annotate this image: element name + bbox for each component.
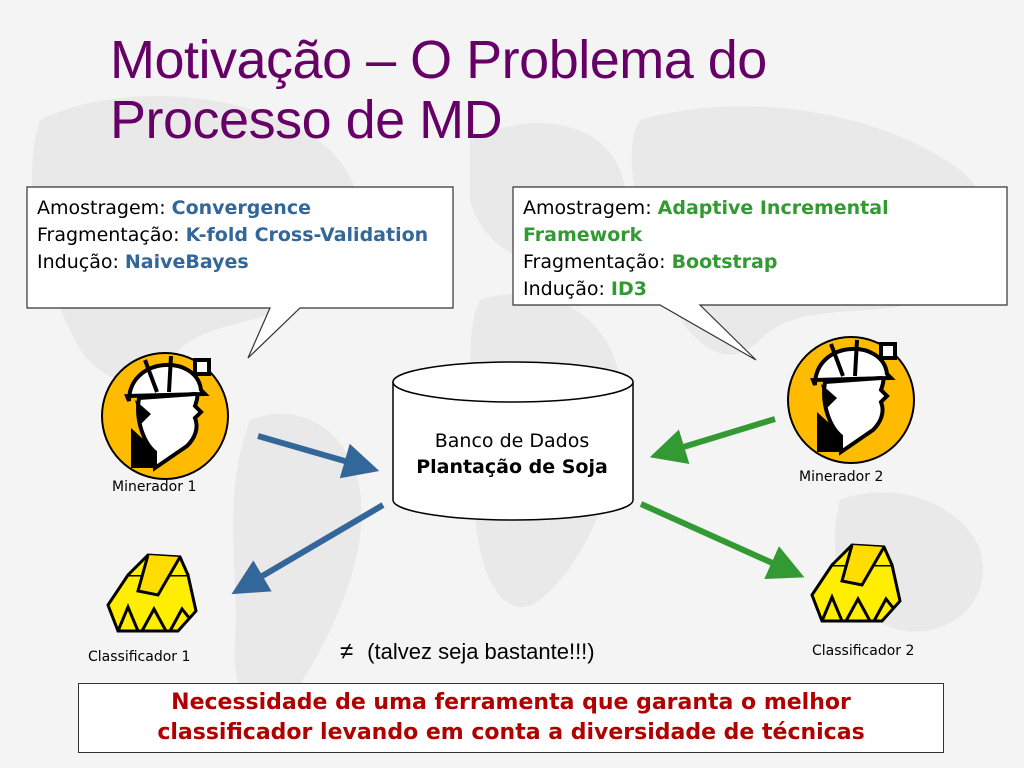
- conclusion-box: Necessidade de uma ferramenta que garant…: [78, 683, 944, 753]
- fragmentation-value: K-fold Cross-Validation: [185, 224, 429, 246]
- arrow-miner2-to-database: [649, 416, 776, 464]
- right-bubble-text: Amostragem: Adaptive Incremental Framewo…: [523, 195, 993, 303]
- induction-label: Indução:: [37, 251, 125, 273]
- not-equal-symbol: ≠: [340, 638, 354, 665]
- classifier-1-label: Classificador 1: [88, 649, 191, 665]
- database-cylinder: [392, 361, 634, 521]
- right-speech-bubble: [512, 186, 1008, 361]
- left-speech-bubble: [26, 186, 454, 359]
- induction-label: Indução:: [523, 278, 611, 300]
- miner-2-label: Minerador 2: [799, 469, 884, 485]
- note-text: (talvez seja bastante!!!): [367, 639, 595, 664]
- fragmentation-value: Bootstrap: [671, 251, 778, 273]
- sampling-label: Amostragem:: [523, 197, 658, 219]
- fragmentation-label: Fragmentação:: [37, 224, 186, 246]
- sampling-value: Convergence: [171, 197, 311, 219]
- induction-value: ID3: [610, 278, 647, 300]
- sampling-label: Amostragem:: [37, 197, 172, 219]
- gold-bars-icon-1: [106, 553, 198, 633]
- database-line1: Banco de Dados: [434, 430, 590, 452]
- slide-title: Motivação – O Problema do Processo de MD: [110, 30, 767, 150]
- left-bubble-text: Amostragem: Convergence Fragmentação: K-…: [37, 195, 437, 276]
- database-label: Banco de Dados Plantação de Soja: [394, 428, 630, 480]
- conclusion-line2: classificador levando em conta a diversi…: [157, 720, 865, 745]
- induction-value: NaiveBayes: [124, 251, 249, 273]
- database-line2: Plantação de Soja: [416, 456, 608, 478]
- gold-bars-icon-2: [810, 543, 902, 623]
- fragmentation-label: Fragmentação:: [523, 251, 672, 273]
- sampling-value: Adaptive Incremental Framework: [523, 197, 889, 246]
- miner-1-icon: [101, 352, 229, 480]
- miner-2-icon: [787, 336, 915, 464]
- arrow-miner1-to-database: [257, 433, 380, 479]
- arrow-database-to-classifier1: [231, 502, 385, 595]
- conclusion-line1: Necessidade de uma ferramenta que garant…: [171, 690, 851, 715]
- not-equal-note: ≠ (talvez seja bastante!!!): [340, 637, 595, 667]
- classifier-2-label: Classificador 2: [812, 643, 915, 659]
- miner-1-label: Minerador 1: [112, 479, 197, 495]
- arrow-database-to-classifier2: [639, 501, 805, 580]
